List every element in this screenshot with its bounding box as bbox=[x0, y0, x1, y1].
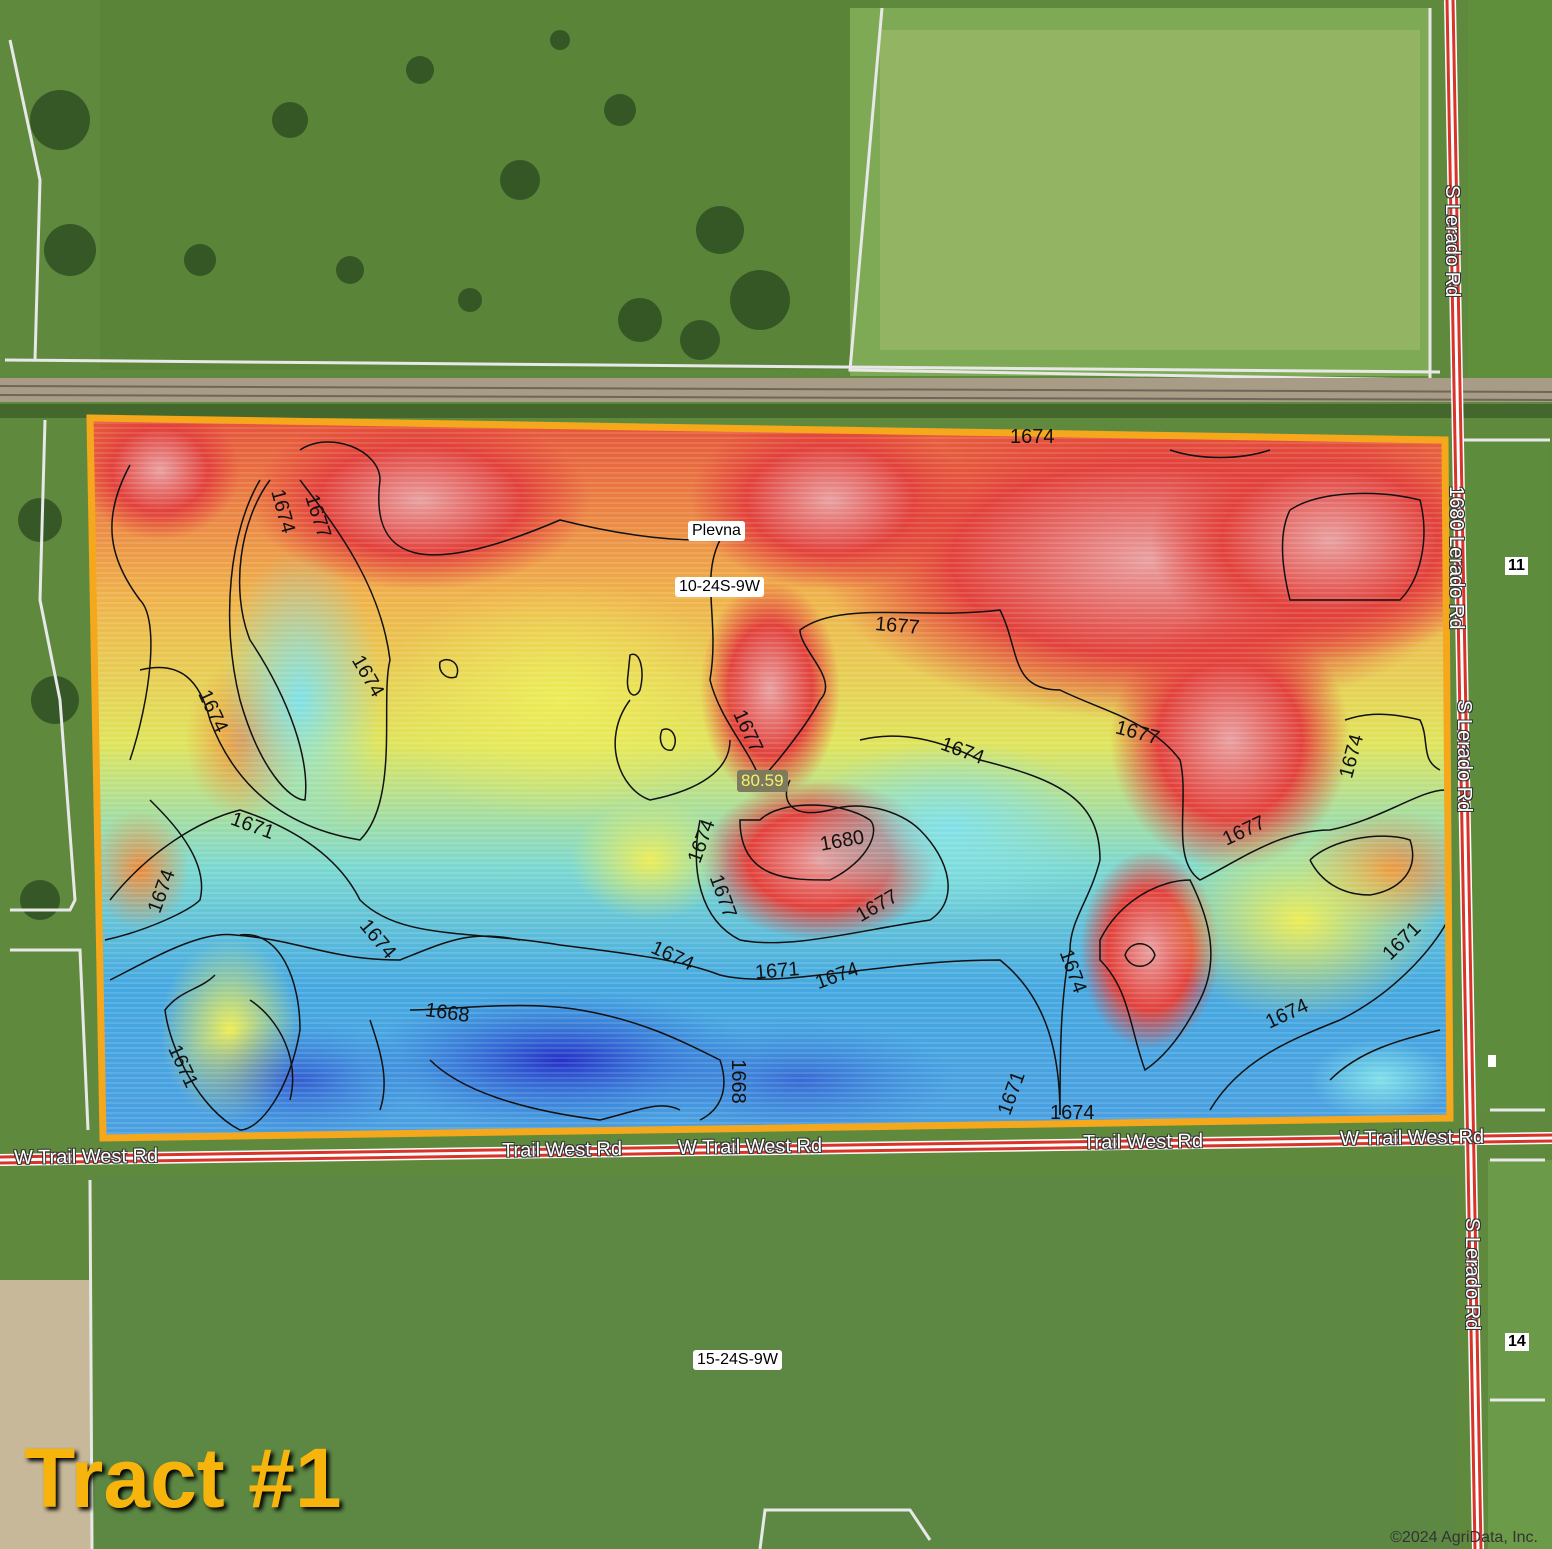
plss-label-tract: 10-24S-9W bbox=[675, 577, 764, 597]
contour-label: 1671 bbox=[754, 958, 801, 984]
road-lerado bbox=[1444, 0, 1484, 1549]
road-label: Trail West Rd bbox=[501, 1138, 623, 1162]
road-label: 1680 Lerado Rd bbox=[1445, 486, 1467, 630]
acres-label: 80.59 bbox=[737, 770, 788, 792]
section-number: 14 bbox=[1505, 1333, 1529, 1351]
road-label: S Lerado Rd bbox=[1441, 185, 1463, 298]
copyright-text: ©2024 AgriData, Inc. bbox=[1390, 1529, 1538, 1546]
section-number: 11 bbox=[1505, 557, 1528, 575]
contour-label: 1668 bbox=[726, 1059, 749, 1104]
contour-label: 1674 bbox=[1050, 1102, 1095, 1124]
road-label: S Lerado Rd bbox=[1453, 700, 1475, 813]
tree-clusters bbox=[18, 30, 790, 920]
plss-label-south: 15-24S-9W bbox=[693, 1350, 782, 1370]
bare-field-sw bbox=[0, 1280, 92, 1549]
contour-label: 1674 bbox=[1010, 426, 1055, 448]
contour-label: 1677 bbox=[874, 613, 921, 639]
road-label: Trail West Rd bbox=[1082, 1130, 1204, 1154]
road-trail-west bbox=[0, 1132, 1552, 1166]
road-label: W Trail West Rd bbox=[13, 1144, 159, 1170]
road-label: W Trail West Rd bbox=[1339, 1125, 1485, 1151]
tract-boundary[interactable] bbox=[86, 414, 1454, 1142]
contour-lines bbox=[104, 441, 1450, 1131]
elevation-raster bbox=[90, 418, 1450, 1138]
road-label: W Trail West Rd bbox=[677, 1134, 823, 1160]
tract-title: Tract #1 bbox=[24, 1431, 342, 1525]
parcel-lines bbox=[4, 7, 1550, 1549]
place-label: Plevna bbox=[688, 521, 745, 541]
road-label: S Lerado Rd bbox=[1461, 1218, 1483, 1331]
